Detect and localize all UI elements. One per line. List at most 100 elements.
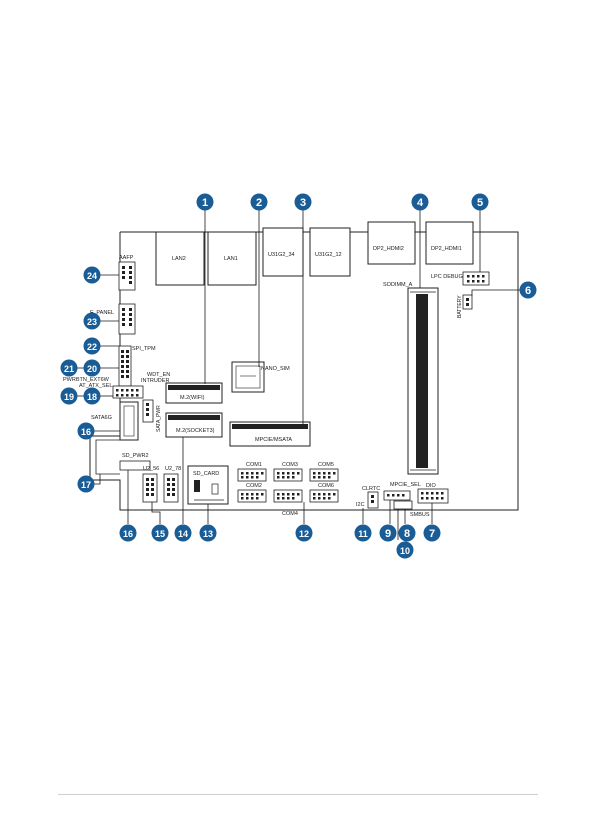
com6-label: COM6 — [318, 483, 334, 489]
i2c-label: I2C — [356, 502, 365, 508]
callout-3-number: 3 — [300, 197, 306, 209]
callout-10-number: 10 — [400, 546, 410, 556]
callout-19-number: 19 — [64, 392, 74, 402]
com3-header — [273, 468, 303, 482]
callout-10: 10 — [396, 541, 414, 559]
jumper-group-pins — [116, 389, 139, 397]
pwrbtn-ext6w-label: PWRBTN_EXT6W — [63, 377, 110, 383]
aafp-label: AAFP — [119, 255, 134, 261]
com2-label: COM2 — [246, 483, 262, 489]
sd-card-contact — [194, 480, 200, 492]
lpc-debug-label: LPC DEBUG — [431, 274, 463, 280]
lan1-label: LAN1 — [224, 256, 238, 262]
callout-13: 13 — [199, 524, 217, 542]
m2-socket3-label: M.2(SOCKET3) — [176, 428, 215, 434]
callout-15: 15 — [151, 524, 169, 542]
u2-56-header — [142, 473, 158, 503]
lan1-port — [207, 231, 257, 286]
lan2-label: LAN2 — [172, 256, 186, 262]
com5-label: COM5 — [318, 462, 334, 468]
u2-78-header — [163, 473, 179, 503]
com4-label: COM4 — [282, 511, 298, 517]
u31g2-34-port — [262, 227, 304, 277]
callout-12-number: 12 — [299, 529, 309, 539]
dio-header — [417, 488, 449, 504]
callout-1-number: 1 — [202, 197, 208, 209]
callout-5-number: 5 — [477, 197, 483, 209]
com1-header — [237, 468, 267, 482]
smbus-label: SMBUS — [410, 512, 430, 518]
callout-14-number: 14 — [178, 529, 188, 539]
mpcie-sel-pins — [387, 494, 405, 497]
aafp-header — [118, 261, 136, 291]
callout-23-number: 23 — [87, 317, 97, 327]
dp2-hdmi2-label: DP2_HDMI2 — [373, 246, 404, 252]
wdt-en-label: WDT_EN — [147, 372, 170, 378]
callout-14: 14 — [174, 524, 192, 542]
callout-4-number: 4 — [417, 197, 424, 209]
nano-sim-label: NANO_SIM — [261, 366, 290, 372]
jumper-group — [112, 385, 144, 399]
battery-label: BATTERY — [457, 295, 463, 318]
f-panel-pins — [122, 308, 132, 326]
callout-7-number: 7 — [429, 528, 435, 540]
sata6g-connector — [119, 401, 139, 441]
callout-3: 3 — [294, 193, 312, 211]
callout-17-number: 17 — [81, 480, 91, 490]
sd-pwr2-header — [119, 460, 151, 471]
spi-tpm-label: SPI_TPM — [132, 346, 156, 352]
callout-1: 1 — [196, 193, 214, 211]
smbus-header — [393, 500, 413, 510]
callout-4: 4 — [411, 193, 429, 211]
sata-pwr-label: SATA_PWR — [156, 405, 162, 432]
com-header-pins — [241, 472, 336, 500]
spi-tpm-header — [118, 345, 132, 387]
dp2-hdmi1-port — [425, 221, 474, 265]
com4-header — [273, 489, 303, 503]
battery-pin — [466, 303, 469, 306]
callout-20: 20 — [83, 359, 101, 377]
callout-24-number: 24 — [87, 271, 97, 281]
battery-header — [462, 294, 473, 310]
dio-pins — [421, 492, 444, 500]
board-side-connector — [95, 439, 120, 475]
com2-header — [237, 489, 267, 503]
callout-16: 16 — [77, 422, 95, 440]
battery-pin — [466, 298, 469, 301]
dp2-hdmi1-label: DP2_HDMI1 — [431, 246, 462, 252]
callout-21: 21 — [60, 359, 78, 377]
clrtc-label: CLRTC — [362, 486, 380, 492]
sata-pwr-pins — [146, 403, 149, 416]
dp2-hdmi2-port — [367, 221, 416, 265]
spi-tpm-pins — [121, 350, 129, 378]
callout-13-number: 13 — [203, 529, 213, 539]
callout-5: 5 — [471, 193, 489, 211]
callout-2: 2 — [250, 193, 268, 211]
mpcie-msata-contacts — [232, 424, 308, 429]
m2-socket3-contacts — [168, 415, 220, 420]
sata6g-inner — [123, 405, 135, 437]
callout-20-number: 20 — [87, 364, 97, 374]
aafp-pins — [122, 266, 132, 284]
leader-15 — [151, 502, 161, 524]
callout-15-number: 15 — [155, 529, 165, 539]
callout-8-number: 8 — [404, 528, 410, 540]
lan2-port — [155, 231, 205, 286]
sd-card-detail — [211, 483, 219, 495]
callout-23: 23 — [83, 312, 101, 330]
mpcie-sel-label: MPCIE_SEL — [390, 482, 421, 488]
callout-16-bottom-number: 16 — [123, 529, 133, 539]
u31g2-12-port — [309, 227, 351, 277]
clrtc-pins — [371, 495, 374, 503]
u2-78-label: U2_78 — [165, 466, 181, 472]
nano-sim-tray — [235, 365, 261, 389]
footer-rule — [58, 794, 538, 795]
sd-pwr2-label: SD_PWR2 — [122, 453, 149, 459]
intruder-label: INTRUDER — [141, 378, 169, 384]
callout-12: 12 — [295, 524, 313, 542]
dio-label: DIO — [426, 483, 437, 489]
mpcie-msata-label: MPCIE/MSATA — [255, 437, 292, 443]
callout-18: 18 — [83, 387, 101, 405]
callout-2-number: 2 — [256, 197, 262, 209]
